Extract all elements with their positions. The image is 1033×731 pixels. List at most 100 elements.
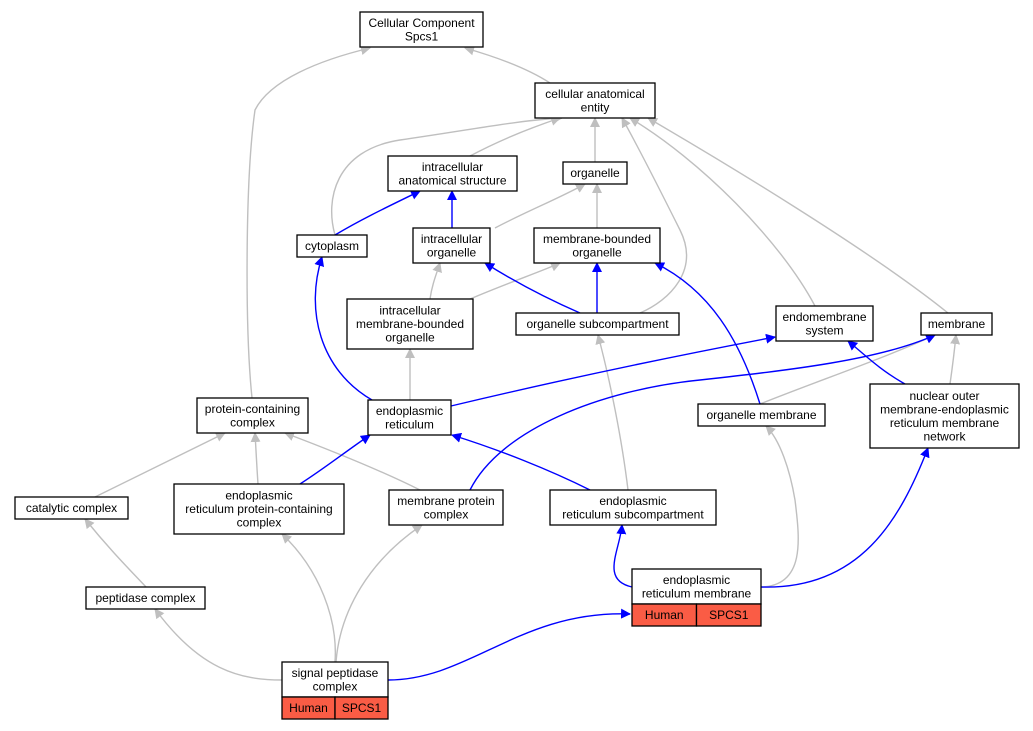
node-box <box>631 568 762 605</box>
node-label-line: reticulum membrane <box>642 586 752 600</box>
node-label-line: entity <box>581 100 610 114</box>
node-label-line: endoplasmic <box>599 494 666 508</box>
is-a-arrow <box>429 262 442 300</box>
species-tag-label: Human <box>289 701 328 715</box>
part-of-arrow <box>314 256 373 401</box>
edge-org_mem-to-membrane <box>759 334 936 405</box>
edge-er_sub-to-org_sub <box>595 334 629 491</box>
go-term-node-nuc-outer[interactable]: nuclear outermembrane-endoplasmicreticul… <box>869 383 1020 449</box>
is-a-arrow <box>647 117 949 314</box>
node-label-line: reticulum protein-containing <box>185 502 332 516</box>
is-a-arrow <box>94 432 226 498</box>
edge-pep-to-cat <box>84 518 147 588</box>
node-box <box>367 399 452 436</box>
part-of-arrow <box>334 190 421 236</box>
node-label-line: reticulum membrane <box>890 416 1000 430</box>
node-label-line: membrane-endoplasmic <box>880 402 1009 416</box>
is-a-arrow <box>759 334 936 405</box>
node-label-line: organelle subcompartment <box>526 317 669 331</box>
edge-cat-to-pcc <box>94 432 226 498</box>
go-term-node-cat[interactable]: catalytic complex <box>14 496 129 520</box>
is-a-arrow <box>761 425 799 588</box>
edge-imbo-to-intra_org <box>429 262 442 300</box>
edge-nuc_outer-to-membrane <box>949 334 961 385</box>
edge-membrane-to-cae <box>647 117 949 314</box>
edge-cytoplasm-to-cae <box>331 113 563 236</box>
go-term-node-pep[interactable]: peptidase complex <box>85 586 206 610</box>
is-a-arrow <box>250 432 261 485</box>
node-label-line: cytoplasm <box>305 239 359 253</box>
node-label-line: reticulum subcompartment <box>562 507 704 521</box>
go-term-node-org-mem[interactable]: organelle membrane <box>697 403 826 427</box>
gene-tag: SPCS1 <box>334 696 389 720</box>
is-a-arrow <box>281 533 337 663</box>
is-a-arrow <box>84 518 147 588</box>
go-term-node-cytoplasm[interactable]: cytoplasm <box>296 234 368 258</box>
node-box <box>359 11 484 48</box>
is-a-arrow <box>284 431 421 491</box>
node-label-line: intracellular <box>379 304 440 318</box>
edge-spc-to-pep <box>154 608 283 681</box>
edge-er_sub-to-er <box>451 432 591 491</box>
node-label-line: peptidase complex <box>95 591 195 605</box>
node-label-line: membrane protein <box>397 494 494 508</box>
edge-intra_org-to-organelle <box>494 183 586 229</box>
edge-endo_sys-to-cae <box>629 117 816 307</box>
edge-spc-to-er_pcc <box>281 533 337 663</box>
node-box <box>281 661 389 698</box>
part-of-arrow <box>654 262 761 405</box>
node-label-line: complex <box>313 679 358 693</box>
edge-nuc_outer-to-endo_sys <box>847 340 906 385</box>
node-label-line: endoplasmic <box>376 404 443 418</box>
edge-ias-to-cae <box>469 116 561 157</box>
edge-er_mem-to-er_sub <box>613 524 633 588</box>
node-label-line: reticulum <box>385 417 434 431</box>
node-label-line: membrane-bounded <box>356 317 464 331</box>
is-a-arrow <box>246 45 371 399</box>
edge-er_mem-to-nuc_outer <box>760 447 930 588</box>
node-label-line: nuclear outer <box>909 389 979 403</box>
node-label-line: complex <box>237 516 282 530</box>
edges <box>84 45 961 681</box>
go-term-node-membrane[interactable]: membrane <box>920 312 993 336</box>
node-label-line: catalytic complex <box>26 501 117 515</box>
node-box <box>173 483 345 535</box>
node-label-line: organelle <box>385 331 435 345</box>
node-box <box>562 161 628 185</box>
edge-spc-to-er_mem <box>387 608 631 681</box>
node-box <box>534 82 656 119</box>
part-of-arrow <box>299 434 371 485</box>
part-of-arrow <box>484 262 581 314</box>
go-term-node-org-sub[interactable]: organelle subcompartment <box>515 312 680 336</box>
edge-mpc-to-pcc <box>284 431 421 491</box>
part-of-arrow <box>613 524 633 588</box>
go-term-node-organelle[interactable]: organelle <box>562 161 628 185</box>
edge-cytoplasm-to-ias <box>334 190 421 236</box>
species-tag: Human <box>631 603 698 627</box>
edge-cae-to-cc_root <box>464 45 551 84</box>
node-label-line: organelle membrane <box>706 408 816 422</box>
is-a-arrow <box>464 45 551 84</box>
node-label-line: membrane <box>928 317 986 331</box>
node-label-line: complex <box>424 507 469 521</box>
node-label-line: anatomical structure <box>398 173 506 187</box>
part-of-arrow <box>451 432 591 491</box>
node-label-line: network <box>923 429 966 443</box>
node-label-line: cellular anatomical <box>545 87 644 101</box>
edge-er_pcc-to-er <box>299 434 371 485</box>
edge-mpc-to-membrane <box>469 334 936 491</box>
